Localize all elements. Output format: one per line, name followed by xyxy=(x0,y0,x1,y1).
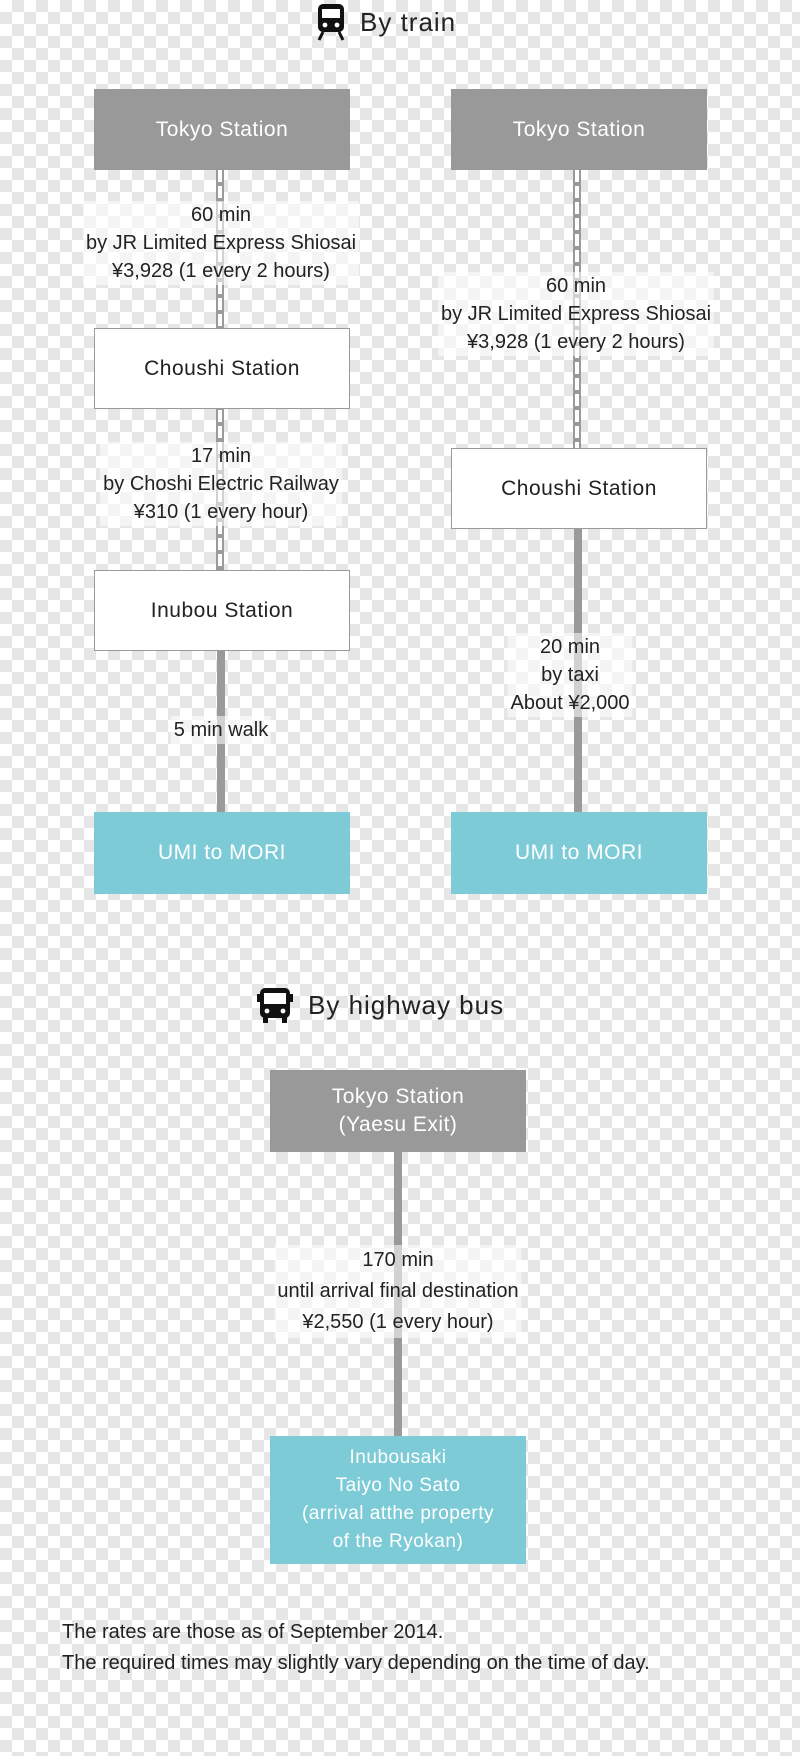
train-heading-text: By train xyxy=(360,6,457,37)
notes: The rates are those as of September 2014… xyxy=(62,1617,650,1679)
bus-icon xyxy=(256,986,294,1024)
bus-leg-method: until arrival final destination xyxy=(274,1276,522,1307)
train-heading: By train xyxy=(316,2,456,42)
route2-leg2-time: 20 min xyxy=(507,633,633,661)
bus-start-line2: (Yaesu Exit) xyxy=(338,1113,458,1136)
route1-leg1-time: 60 min xyxy=(82,201,360,229)
route1-leg1-method: by JR Limited Express Shiosai xyxy=(82,229,360,257)
route1-leg1-info: 60 min by JR Limited Express Shiosai ¥3,… xyxy=(82,201,360,285)
bus-leg-time: 170 min xyxy=(274,1245,522,1276)
route2-leg1-fare: ¥3,928 (1 every 2 hours) xyxy=(437,328,715,356)
route2-leg2-info: 20 min by taxi About ¥2,000 xyxy=(507,633,633,717)
route1-inubou-station: Inubou Station xyxy=(94,570,350,651)
route1-stop1-label: Choushi Station xyxy=(144,356,300,380)
route1-leg3-info: 5 min walk xyxy=(170,716,272,744)
route2-start-station: Tokyo Station xyxy=(451,89,707,170)
route1-leg2-method: by Choshi Electric Railway xyxy=(100,470,342,498)
note-rates: The rates are those as of September 2014… xyxy=(62,1621,444,1643)
route2-leg1-info: 60 min by JR Limited Express Shiosai ¥3,… xyxy=(437,272,715,356)
bus-start-line1: Tokyo Station xyxy=(331,1085,465,1108)
route2-destination: UMI to MORI xyxy=(451,812,707,894)
bus-destination-line3: (arrival atthe property xyxy=(301,1503,495,1524)
route2-leg2-fare: About ¥2,000 xyxy=(507,689,633,717)
route1-leg2-time: 17 min xyxy=(100,442,342,470)
route2-start-label: Tokyo Station xyxy=(512,117,646,141)
route1-start-station: Tokyo Station xyxy=(94,89,350,170)
route2-stop1-label: Choushi Station xyxy=(501,476,657,500)
route2-leg2-method: by taxi xyxy=(507,661,633,689)
route1-leg3-time: 5 min walk xyxy=(170,716,272,744)
bus-heading: By highway bus xyxy=(256,984,504,1026)
route1-destination: UMI to MORI xyxy=(94,812,350,894)
route1-leg2-info: 17 min by Choshi Electric Railway ¥310 (… xyxy=(100,442,342,526)
route2-choushi-station: Choushi Station xyxy=(451,448,707,529)
route1-stop2-label: Inubou Station xyxy=(150,598,294,622)
train-icon xyxy=(316,3,346,41)
bus-destination-line1: Inubousaki xyxy=(349,1447,447,1468)
bus-destination: Inubousaki Taiyo No Sato (arrival atthe … xyxy=(270,1436,526,1564)
route1-destination-label: UMI to MORI xyxy=(157,841,286,864)
route1-leg1-fare: ¥3,928 (1 every 2 hours) xyxy=(82,257,360,285)
bus-leg-fare: ¥2,550 (1 every hour) xyxy=(274,1307,522,1338)
route1-choushi-station: Choushi Station xyxy=(94,328,350,409)
note-times: The required times may slightly vary dep… xyxy=(62,1652,650,1674)
route2-destination-label: UMI to MORI xyxy=(514,841,643,864)
route1-start-label: Tokyo Station xyxy=(155,117,289,141)
route2-leg1-time: 60 min xyxy=(437,272,715,300)
bus-start-station: Tokyo Station (Yaesu Exit) xyxy=(270,1070,526,1152)
bus-destination-line2: Taiyo No Sato xyxy=(335,1475,461,1496)
bus-leg-info: 170 min until arrival final destination … xyxy=(274,1245,522,1338)
route1-leg2-fare: ¥310 (1 every hour) xyxy=(100,498,342,526)
route2-leg1-method: by JR Limited Express Shiosai xyxy=(437,300,715,328)
bus-destination-line4: of the Ryokan) xyxy=(332,1531,464,1552)
bus-heading-text: By highway bus xyxy=(308,989,505,1020)
